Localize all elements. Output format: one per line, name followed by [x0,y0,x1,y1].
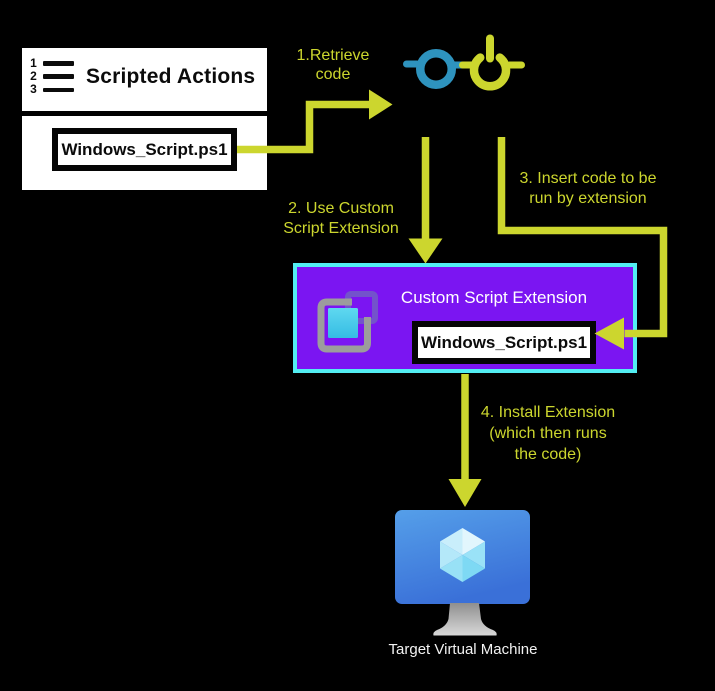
arrow-head [448,479,482,507]
step2-label-line2: Script Extension [283,220,399,237]
list-row: 1 [29,57,74,70]
step2-label-line1: 2. Use Custom [288,200,394,217]
cube-face [440,541,463,569]
step1-label-line1: 1.Retrieve [296,47,370,64]
cube-face [462,555,485,582]
list-bar [43,74,74,80]
step3-label-line1: 3. Insert code to be [519,170,657,187]
cube-face [462,541,485,569]
step1-label: 1.Retrieve code [283,46,383,84]
step4-label-line3: the code) [514,446,582,463]
source-script-filename: Windows_Script.ps1 [61,139,228,159]
extension-script-chip: Windows_Script.ps1 [412,321,596,364]
cube-face [440,555,463,582]
list-row: 2 [29,70,74,83]
source-script-chip: Windows_Script.ps1 [52,128,237,171]
list-bar [43,61,74,66]
glasses-power-logo-icon [403,34,525,91]
list-row: 3 [29,83,74,96]
vm-label: Target Virtual Machine [388,641,538,658]
list-number: 3 [30,82,37,97]
extension-title: Custom Script Extension [400,288,588,307]
scripted-actions-panel: 1 2 3 Scripted Actions [22,48,267,111]
step3-label: 3. Insert code to be run by extension [503,169,673,209]
logo-blue-ring [416,49,456,89]
vm-stand [433,603,497,636]
step3-label-line2: run by extension [529,190,647,207]
list-bar [43,87,74,93]
vm-screen [395,510,530,604]
cube-face [462,528,485,555]
source-file-panel: Windows_Script.ps1 [22,116,267,190]
list-number: 2 [30,69,37,84]
extension-script-filename: Windows_Script.ps1 [420,332,588,352]
virtual-machine-icon [395,510,530,636]
logo-power-ring [469,53,511,91]
arrow-head [369,89,393,120]
vm-cube-icon [440,528,485,582]
cube-face [440,528,463,555]
step4-label: 4. Install Extension (which then runs th… [464,402,632,465]
custom-script-extension-box: Custom Script Extension Windows_Script.p… [293,263,637,373]
step4-label-line2: (which then runs [489,425,607,442]
step1-label-line2: code [315,66,351,83]
scripted-actions-title: Scripted Actions [86,65,256,88]
list-number: 1 [30,56,37,71]
step2-label: 2. Use Custom Script Extension [256,199,426,239]
step4-label-line1: 4. Install Extension [480,404,616,421]
arrow-head [408,238,443,264]
numbered-list-icon: 1 2 3 [29,57,74,97]
